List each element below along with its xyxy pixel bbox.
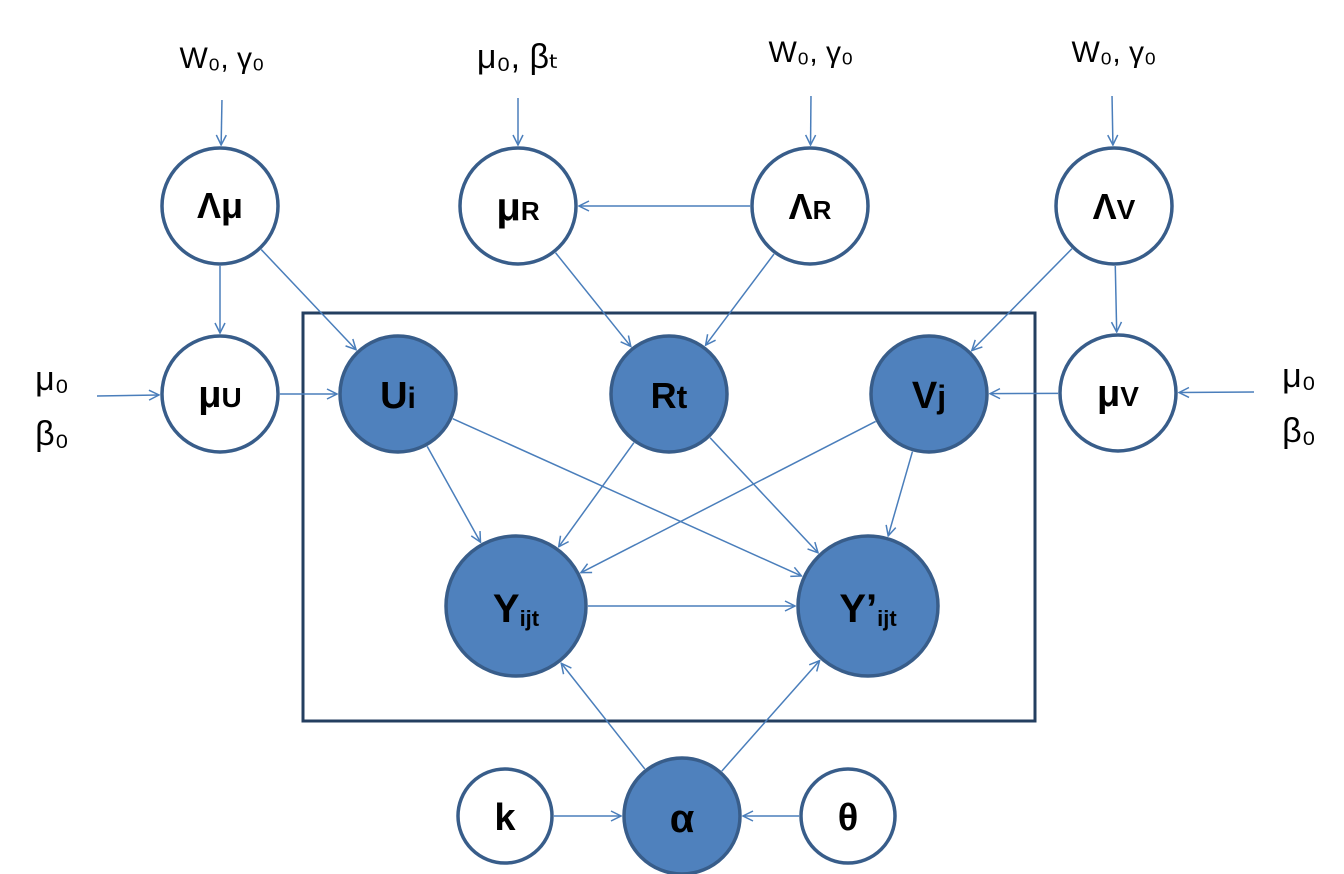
- node-r-t: Rt: [609, 334, 729, 454]
- node-lambda-r-main: Λ: [789, 186, 813, 227]
- svg-text:ΛR: ΛR: [789, 186, 832, 227]
- hyperparam-mu0-betat: μ₀, βₜ: [477, 38, 559, 76]
- edge-mu0-left-to-mu-u: [96, 395, 159, 396]
- hyperparam-mu0-right: μ₀: [1282, 357, 1316, 395]
- node-u-i-main: U: [380, 375, 407, 417]
- node-mu-r-sub: R: [521, 196, 540, 226]
- node-y-ijt-main: Y: [493, 587, 520, 631]
- svg-text:μR: μR: [496, 185, 539, 229]
- svg-text:μU: μU: [198, 374, 241, 416]
- svg-text:k: k: [494, 797, 516, 839]
- node-lambda-mu-label: Λμ: [197, 185, 243, 226]
- node-lambda-r-sub: R: [813, 195, 832, 225]
- node-alpha: α: [622, 756, 742, 874]
- node-mu-r-main: μ: [496, 185, 520, 229]
- hyperparam-mu0-left: μ₀: [35, 360, 69, 398]
- node-y-prime-ijt-main: Y’: [839, 587, 877, 631]
- node-mu-v-sub: V: [1120, 381, 1139, 412]
- edge-mu0-right-to-mu-v: [1179, 392, 1255, 393]
- node-v-j-sub: j: [936, 379, 946, 415]
- hyperparam-w0-gamma0-c: W₀, γ₀: [1072, 36, 1157, 69]
- hyperparam-beta0-right: β₀: [1282, 412, 1316, 450]
- node-lambda-v-main: Λ: [1093, 186, 1117, 227]
- svg-text:Y’ijt: Y’ijt: [839, 587, 897, 631]
- node-v-j: Vj: [869, 334, 989, 454]
- svg-text:μV: μV: [1097, 373, 1139, 415]
- svg-text:Λμ: Λμ: [197, 185, 243, 226]
- edge-lambda-v-to-v-j: [972, 248, 1073, 351]
- node-r-t-main: R: [651, 375, 677, 416]
- svg-text:Ui: Ui: [380, 375, 416, 417]
- node-lambda-mu: Λμ: [160, 146, 280, 266]
- hyperparam-w0-gamma0-b: W₀, γ₀: [769, 36, 854, 69]
- svg-text:Rt: Rt: [651, 375, 688, 416]
- edge-lambda-mu-to-u-i: [260, 249, 356, 350]
- node-mu-v-main: μ: [1097, 373, 1120, 415]
- edges: [96, 95, 1255, 816]
- hyperparam-w0-gamma0-a: W₀, γ₀: [180, 42, 265, 75]
- edge-w0-gamma0-c-to-lambda-v: [1112, 95, 1113, 145]
- node-v-j-main: V: [912, 375, 938, 417]
- node-y-ijt-sub: ijt: [520, 606, 540, 631]
- svg-text:Yijt: Yijt: [493, 587, 540, 631]
- node-mu-v: μV: [1058, 333, 1178, 453]
- node-r-t-sub: t: [677, 379, 688, 415]
- node-u-i-sub: i: [408, 382, 416, 415]
- edge-v-j-to-y-ijt: [581, 420, 876, 572]
- node-mu-u: μU: [160, 334, 280, 454]
- edge-lambda-r-to-r-t: [706, 253, 775, 345]
- node-alpha-label: α: [670, 797, 695, 841]
- node-y-prime-ijt-sub: ijt: [877, 606, 897, 631]
- edge-w0-gamma0-a-to-lambda-mu: [221, 99, 222, 145]
- edge-r-t-to-y-ijt: [559, 442, 635, 547]
- edge-alpha-to-y-ijt: [561, 663, 646, 770]
- edge-mu-r-to-r-t: [554, 252, 631, 347]
- edge-r-t-to-y-prime-ijt: [709, 437, 818, 553]
- node-y-ijt: Yijt: [444, 534, 588, 678]
- node-u-i: Ui: [338, 334, 458, 454]
- node-lambda-v-sub: V: [1117, 194, 1136, 225]
- node-k: k: [456, 767, 554, 865]
- svg-text:ΛV: ΛV: [1093, 186, 1136, 227]
- edge-u-i-to-y-ijt: [426, 446, 480, 542]
- edge-lambda-v-to-mu-v: [1115, 265, 1116, 332]
- node-mu-u-sub: U: [222, 382, 242, 413]
- node-mu-u-main: μ: [198, 374, 221, 416]
- plate: [301, 311, 1037, 723]
- edge-v-j-to-y-prime-ijt: [888, 451, 914, 536]
- node-k-label: k: [494, 797, 516, 839]
- node-y-prime-ijt: Y’ijt: [796, 534, 940, 678]
- svg-text:θ: θ: [838, 797, 859, 839]
- svg-text:Vj: Vj: [912, 375, 946, 417]
- edge-alpha-to-y-prime-ijt: [721, 661, 820, 772]
- hyperparam-beta0-left: β₀: [35, 415, 69, 453]
- node-lambda-v: ΛV: [1054, 146, 1174, 266]
- node-theta-label: θ: [838, 797, 859, 839]
- node-mu-r: μR: [458, 146, 578, 266]
- node-lambda-r: ΛR: [750, 146, 870, 266]
- edge-u-i-to-y-prime-ijt: [452, 417, 802, 576]
- svg-text:α: α: [670, 797, 695, 841]
- node-theta: θ: [799, 767, 897, 865]
